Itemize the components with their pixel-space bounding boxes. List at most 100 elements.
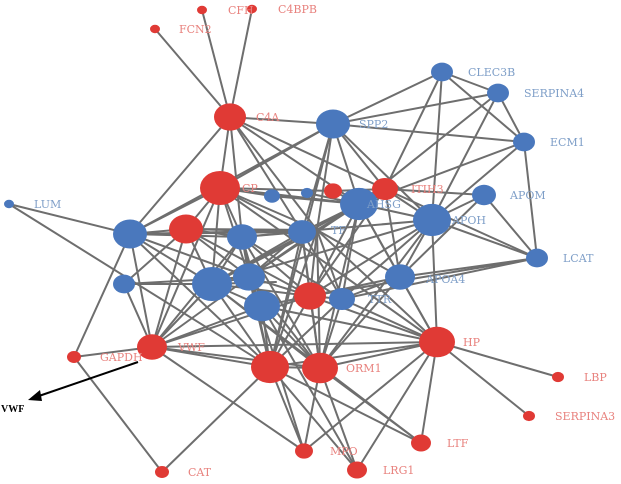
node-n_small1	[264, 189, 280, 203]
edge-n_left_blue-n_blue_f	[129, 233, 250, 278]
node-lcat	[526, 248, 548, 268]
edge-HP-LTF	[420, 341, 438, 444]
node-cp	[200, 171, 240, 205]
edge-APOH-n_red_mid	[309, 219, 433, 297]
node-n_blue_f	[233, 263, 265, 291]
node-c4bpb	[247, 4, 257, 14]
node-cfh	[197, 5, 207, 15]
label-cat: CAT	[188, 466, 212, 479]
node-n_red_big1	[251, 350, 289, 384]
edge-ORM1-LRG1	[319, 367, 358, 471]
edge-APOH-HP	[431, 219, 438, 343]
label-cp: CP	[242, 182, 258, 195]
edge-n_red_big1-LRG1	[269, 366, 358, 471]
node-apoh	[413, 203, 451, 237]
edge-n_blue_c-TTR	[301, 231, 343, 300]
node-n_blue_b	[227, 224, 257, 250]
edge-SERPINA4-APOH	[431, 92, 499, 221]
edge-C4A-SPP2	[229, 116, 334, 125]
node-n_red_mid	[294, 282, 326, 310]
edge-HP-LBP	[436, 341, 559, 378]
edge-TF-TTR	[316, 229, 343, 300]
edge-FCN2-C4A	[154, 28, 231, 118]
node-n_blue_h	[244, 290, 280, 322]
node-n_red_small	[324, 183, 342, 199]
edge-SPP2-TF	[316, 123, 334, 231]
node-layer	[4, 4, 564, 479]
edge-APOM-LCAT	[483, 194, 538, 259]
node-apoa4	[385, 264, 415, 290]
label-mpo: MPO	[330, 445, 358, 458]
callout-arrow-line	[35, 361, 139, 398]
edge-C4BPB-C4A	[229, 8, 253, 118]
label-apoh: APOH	[451, 214, 486, 227]
node-serpina4	[487, 83, 509, 103]
node-ecm1	[513, 132, 535, 152]
edge-LRG1-n_blue_h	[261, 305, 358, 471]
label-clec3b: CLEC3B	[468, 66, 515, 79]
label-tf: TF	[331, 224, 346, 237]
label-lcat: LCAT	[563, 252, 594, 265]
node-apom	[472, 184, 496, 206]
label-itih3: ITIH3	[411, 183, 444, 196]
node-spp2	[316, 109, 350, 139]
label-fcn2: FCN2	[179, 23, 212, 36]
node-orm1	[302, 352, 338, 384]
edge-APOH-TF	[316, 219, 433, 231]
callout-label: VWF	[1, 404, 24, 415]
label-ahsg: AHSG	[366, 198, 401, 211]
label-ecm1: ECM1	[550, 136, 585, 149]
edge-APOA4-ORM1	[319, 276, 401, 369]
edge-n_left_blue-VWF	[129, 233, 153, 348]
node-n_blue_e	[192, 267, 232, 301]
label-ltf: LTF	[447, 437, 469, 450]
node-ahsg	[340, 187, 378, 221]
edge-ITIH3-APOA4	[384, 188, 401, 278]
node-n_small2	[301, 187, 313, 199]
edge-C4A-TF	[229, 116, 318, 231]
node-cat	[155, 466, 169, 478]
label-hp: HP	[463, 336, 481, 349]
label-serpina4: SERPINA4	[524, 87, 584, 100]
node-c4a	[214, 103, 246, 131]
edge-APOM-APOA4	[399, 194, 485, 278]
node-serpina3	[523, 410, 535, 422]
label-lum: LUM	[34, 198, 61, 211]
edge-GAPDH-CAT	[73, 356, 163, 473]
label-orm1: ORM1	[346, 362, 382, 375]
node-n_left_blue	[113, 219, 147, 249]
edge-CLEC3B-ECM1	[441, 71, 525, 143]
edge-VWF-HP	[151, 341, 438, 348]
edge-n_blue_f-VWF	[151, 276, 250, 348]
edge-ECM1-SPP2	[332, 123, 525, 143]
node-fcn2	[150, 24, 160, 34]
node-n_blue_c	[288, 220, 316, 244]
edge-HP-LRG1	[356, 341, 438, 471]
node-n_blue_g	[113, 274, 135, 294]
edge-C4A-n_blue_c	[229, 116, 303, 233]
edge-n_red_big1-CAT	[161, 366, 271, 473]
label-apom: APOM	[509, 189, 546, 202]
edge-C4A-n_left_blue	[129, 116, 231, 235]
edge-n_red_mid-VWF	[151, 295, 311, 348]
node-mpo	[295, 443, 313, 459]
edge-SERPINA4-SPP2	[332, 92, 499, 125]
label-apoa4: APOA4	[425, 273, 465, 286]
edge-n_blue_b-TTR	[241, 236, 343, 300]
edge-CP-HP	[219, 187, 438, 343]
edge-ECM1-LCAT	[523, 141, 538, 259]
edge-n_blue_h-HP	[261, 305, 438, 343]
label-c4a: C4A	[256, 111, 280, 124]
edge-LUM-n_left_blue	[8, 203, 131, 235]
node-lbp	[552, 371, 564, 383]
edge-ITIH3-APOM	[384, 188, 485, 196]
edge-ECM1-APOH	[431, 141, 525, 221]
edge-ITIH3-LCAT	[384, 188, 538, 259]
node-vwf	[137, 334, 167, 360]
label-gapdh: GAPDH	[100, 351, 143, 364]
edge-LCAT-TTR	[341, 257, 538, 300]
node-ttr	[329, 287, 355, 311]
label-lbp: LBP	[584, 371, 607, 384]
